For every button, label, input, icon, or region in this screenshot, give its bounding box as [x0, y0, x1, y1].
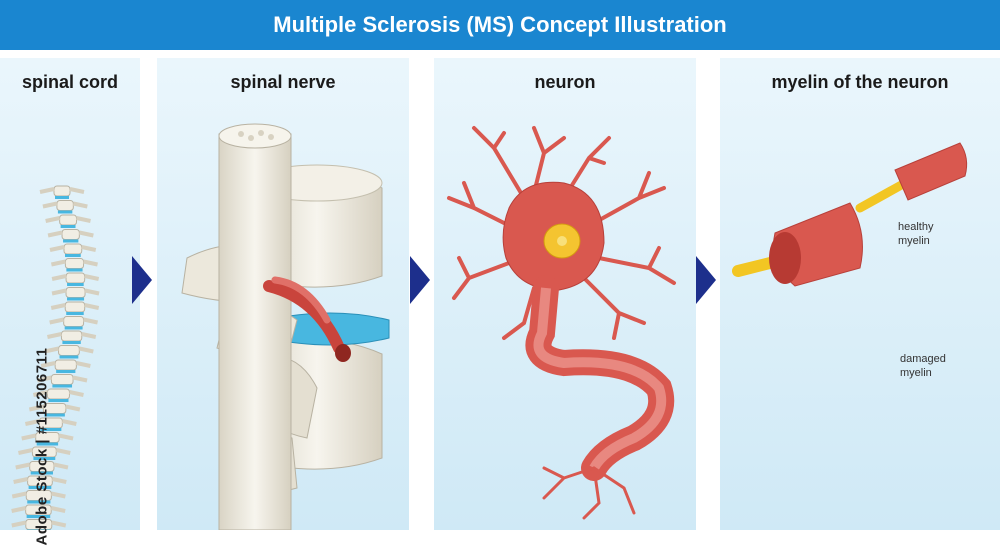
healthy-myelin-segment [732, 142, 968, 287]
spine-illustration [11, 185, 100, 530]
vertebra-illustration [181, 123, 390, 530]
panel-neuron: neuron [434, 58, 696, 530]
panel-myelin: myelin of the neuron healthy myelin dama… [720, 58, 1000, 530]
neuron-illustration [447, 126, 676, 520]
right-arrow-icon [410, 256, 430, 304]
panel-title-spinal-cord: spinal cord [21, 72, 119, 92]
panel-title-neuron: neuron [534, 72, 596, 92]
damaged-myelin-label: damaged myelin [900, 352, 946, 380]
right-arrow-icon [132, 256, 152, 304]
damaged-label-line1: damaged [900, 353, 946, 365]
panel-title-myelin: myelin of the neuron [771, 72, 949, 92]
damaged-label-line2: myelin [900, 367, 932, 379]
right-arrow-icon [696, 256, 716, 304]
myelin-illustration [732, 142, 968, 287]
panel-spinal-nerve: spinal nerve [157, 58, 409, 530]
panel-title-spinal-nerve: spinal nerve [230, 72, 336, 92]
page-title: Multiple Sclerosis (MS) Concept Illustra… [0, 0, 1000, 50]
healthy-label-line2: myelin [898, 235, 930, 247]
panel-spinal-cord: spinal cord Adobe Stock | #115206711 [0, 58, 140, 546]
healthy-label-line1: healthy [898, 221, 934, 233]
watermark-text: Adobe Stock | #115206711 [33, 347, 51, 546]
healthy-myelin-label: healthy myelin [898, 220, 933, 248]
